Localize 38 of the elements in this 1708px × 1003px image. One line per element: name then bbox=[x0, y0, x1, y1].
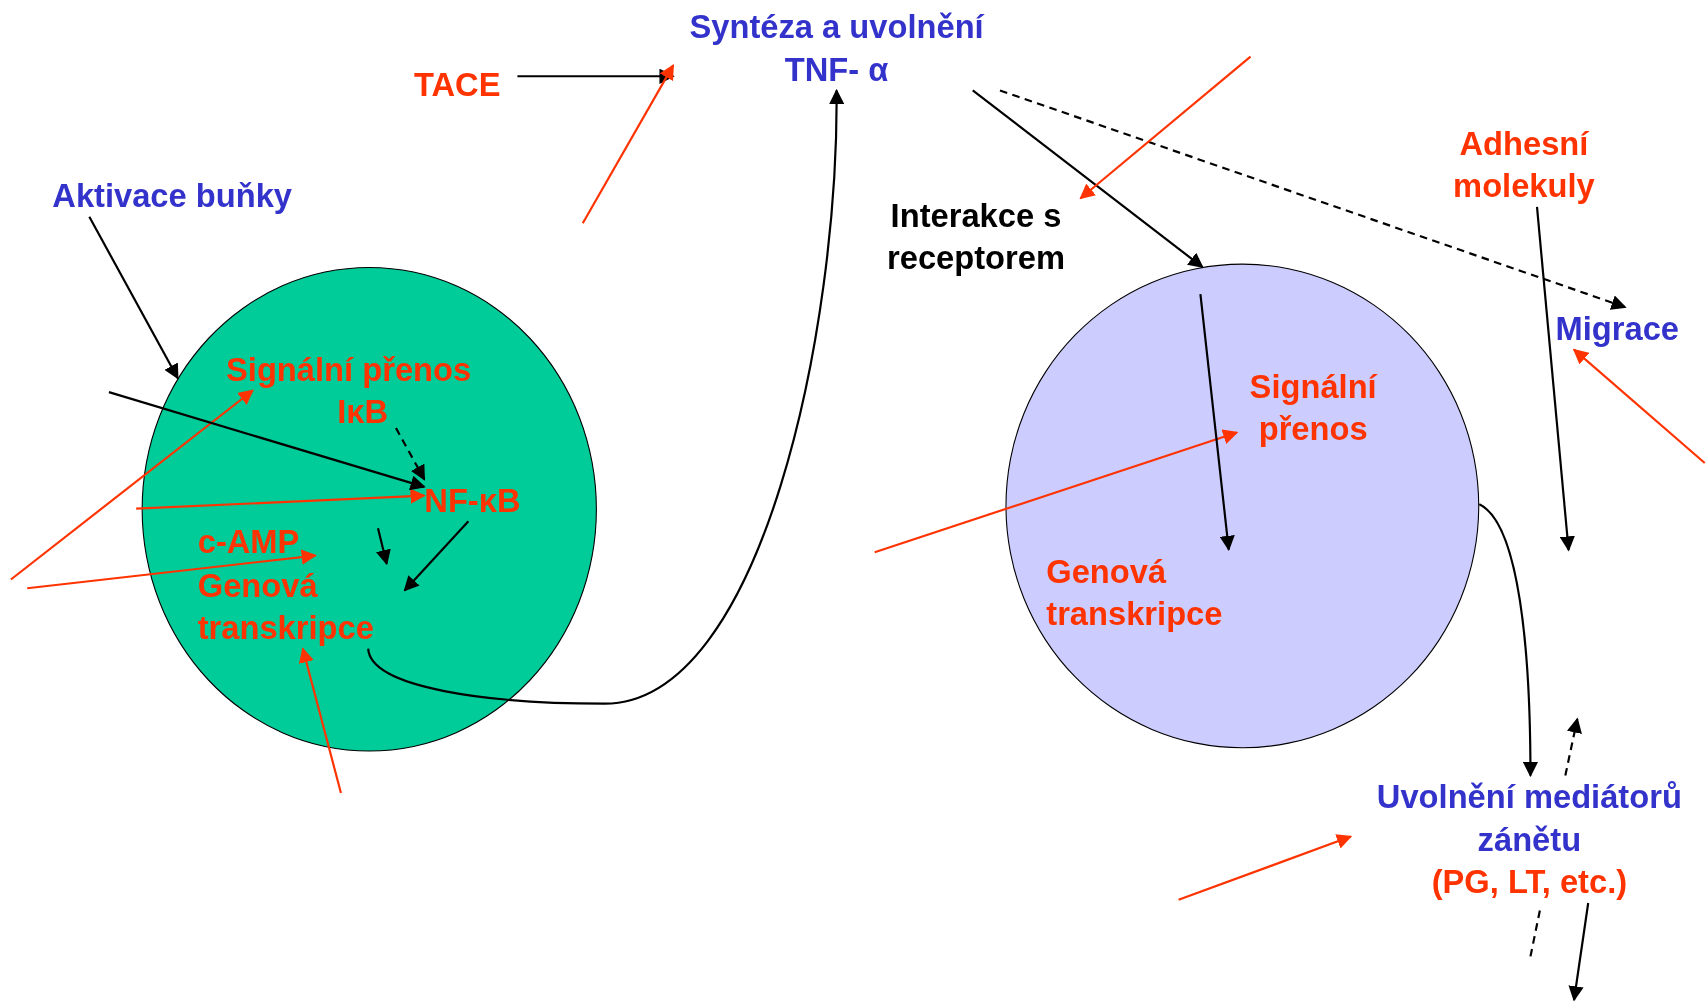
dashed-arrow bbox=[999, 89, 1627, 310]
label-text: Genová transkripce bbox=[197, 563, 405, 649]
arrow bbox=[1079, 55, 1252, 200]
label-text: Signální přenos bbox=[1236, 364, 1390, 450]
arrow bbox=[1199, 294, 1235, 552]
arrow bbox=[1178, 834, 1353, 901]
label-text: Uvolnění mediátorů zánětu bbox=[1375, 777, 1683, 860]
arrow bbox=[1572, 348, 1706, 464]
label-text: Migrace bbox=[1555, 307, 1700, 350]
arrow bbox=[10, 389, 254, 581]
arrow bbox=[27, 549, 317, 590]
arrow bbox=[517, 68, 675, 84]
arrow bbox=[88, 216, 179, 380]
label-text: c-AMP bbox=[197, 520, 316, 563]
label-text: Interakce s receptorem bbox=[871, 193, 1081, 279]
arrow bbox=[1568, 902, 1590, 1002]
dashed-arrow bbox=[395, 427, 426, 481]
arrow bbox=[1478, 503, 1538, 778]
arrow bbox=[1535, 206, 1575, 552]
arrow bbox=[874, 429, 1239, 554]
arrow bbox=[376, 528, 391, 566]
note-text: (PG, LT, etc.) bbox=[1430, 862, 1629, 902]
arrow bbox=[581, 64, 675, 224]
label-text: Syntéza a uvolnění TNF- α bbox=[673, 5, 1000, 91]
label-text: NF-κB bbox=[424, 478, 536, 522]
arrow bbox=[108, 391, 426, 491]
label-text: IκB bbox=[337, 389, 396, 432]
dashed-arrow bbox=[1564, 717, 1582, 776]
arrow bbox=[972, 89, 1204, 269]
arrow bbox=[367, 88, 844, 705]
label-text: Genová transkripce bbox=[1046, 549, 1254, 635]
arrow bbox=[403, 520, 470, 592]
label-text: TACE bbox=[413, 63, 518, 106]
arrow bbox=[298, 647, 342, 794]
arrow bbox=[136, 488, 426, 510]
label-text: Signální přenos bbox=[226, 348, 508, 391]
label-text: Aktivace buňky bbox=[52, 174, 331, 217]
label-text: Adhesní molekuly bbox=[1437, 122, 1610, 207]
